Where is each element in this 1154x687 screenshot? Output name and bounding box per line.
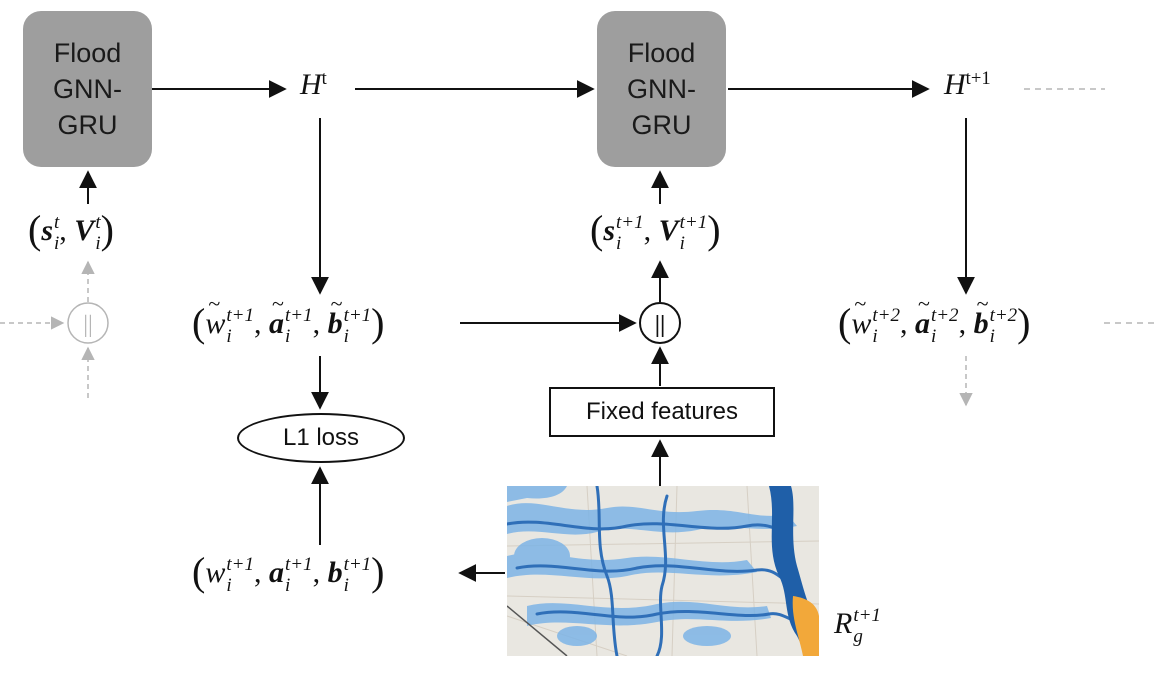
prediction-t1: (wt+1i, at+1i, bt+1i) bbox=[192, 291, 385, 346]
concat-node bbox=[639, 302, 681, 344]
gnn-label-line1: Flood bbox=[627, 38, 696, 68]
hidden-state-t: Ht bbox=[300, 67, 327, 101]
concat-symbol: || bbox=[655, 312, 666, 338]
gnn-label-line3: GRU bbox=[631, 110, 692, 140]
gnn-label-line2: GNN- bbox=[53, 74, 122, 104]
l1-loss-label: L1 loss bbox=[282, 424, 360, 451]
flood-gnn-gru-box-1: Flood GNN- GRU bbox=[23, 11, 152, 167]
l1-loss-node: L1 loss bbox=[237, 413, 405, 463]
flood-map-graphic bbox=[507, 486, 819, 656]
gnn-label-line2: GNN- bbox=[627, 74, 696, 104]
fixed-features-label: Fixed features bbox=[585, 398, 739, 425]
flood-map-image bbox=[507, 486, 819, 656]
hidden-state-t1: Ht+1 bbox=[944, 67, 991, 101]
flood-gnn-gru-box-2: Flood GNN- GRU bbox=[597, 11, 726, 167]
prediction-t2: (wt+2i, at+2i, bt+2i) bbox=[838, 291, 1031, 346]
gnn-label-line3: GRU bbox=[57, 110, 118, 140]
fixed-features-box: Fixed features bbox=[549, 387, 775, 437]
gnn-label-line1: Flood bbox=[53, 38, 122, 68]
concat-node-faded bbox=[67, 302, 109, 344]
concat-symbol-faded: || bbox=[83, 312, 93, 338]
